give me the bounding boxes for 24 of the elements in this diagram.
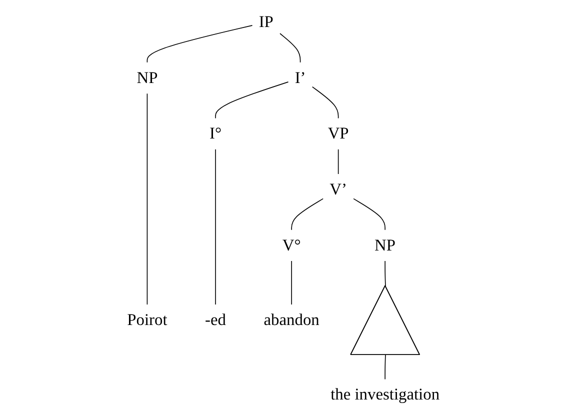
- connector: [353, 198, 386, 230]
- connector: [384, 354, 386, 380]
- node-text: VP: [328, 124, 349, 143]
- node-text: the investigation: [330, 386, 440, 404]
- connector: [291, 198, 324, 230]
- node-text: I’: [294, 68, 306, 88]
- node-text: V’: [330, 180, 348, 199]
- connector: [384, 260, 386, 286]
- connector: [146, 25, 253, 63]
- node-text: Poirot: [127, 311, 168, 330]
- node-text: abandon: [264, 311, 320, 330]
- node-text: -ed: [205, 311, 226, 330]
- connector: [291, 260, 292, 305]
- node-text: V°: [282, 236, 301, 254]
- connector: [215, 148, 216, 305]
- node-text: NP: [136, 68, 158, 88]
- connector: [280, 33, 301, 63]
- connector: [338, 148, 339, 174]
- node-text: NP: [374, 236, 396, 254]
- node-text: IP: [258, 13, 274, 32]
- connector: [146, 93, 148, 305]
- connector: [215, 82, 289, 119]
- connector: [312, 86, 339, 119]
- node-text: I°: [210, 124, 222, 143]
